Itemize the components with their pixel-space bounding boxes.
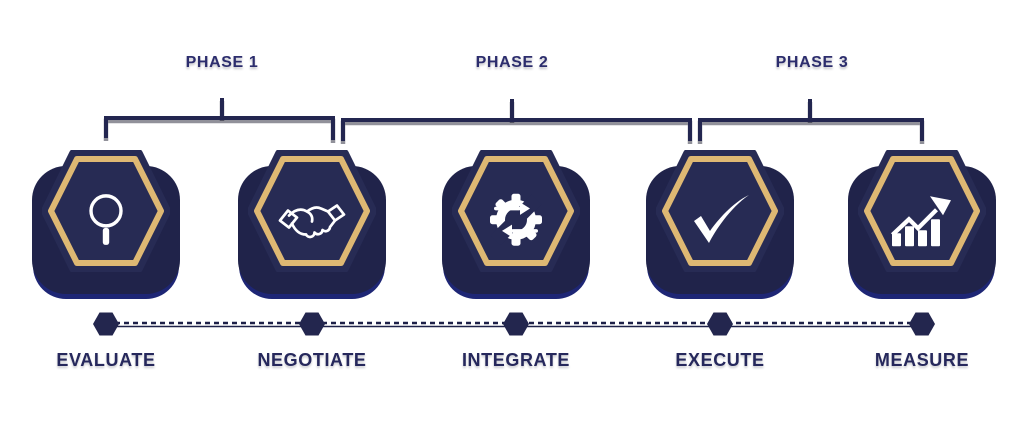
hexagon-tile <box>248 150 376 272</box>
step-negotiate <box>238 150 386 300</box>
step-integrate <box>442 150 590 300</box>
step-execute <box>646 150 794 300</box>
hexagon-tile <box>42 150 170 272</box>
checkmark-icon <box>694 195 749 244</box>
phase-3-label: PHASE 3 <box>775 54 849 71</box>
timeline-dot <box>93 312 935 336</box>
phase-2-label: PHASE 2 <box>475 54 549 71</box>
step-label-execute: EXECUTE <box>675 350 765 370</box>
step-label-integrate: INTEGRATE <box>461 350 571 370</box>
step-label-measure: MEASURE <box>874 350 970 370</box>
step-label-negotiate: NEGOTIATE <box>257 350 367 370</box>
step-label-evaluate: EVALUATE <box>56 350 156 370</box>
phase-2-bracket <box>341 118 692 141</box>
step-evaluate <box>32 150 180 300</box>
phase-1-bracket <box>104 116 335 140</box>
phase-1-label: PHASE 1 <box>185 54 259 71</box>
bar-chart-arrow-icon <box>891 196 951 247</box>
gear-sync-icon <box>490 193 542 246</box>
handshake-icon <box>278 204 346 239</box>
hexagon-tile <box>452 150 580 272</box>
magnifier-icon <box>89 194 123 245</box>
step-measure <box>848 150 996 300</box>
hexagon-tile <box>656 150 784 272</box>
